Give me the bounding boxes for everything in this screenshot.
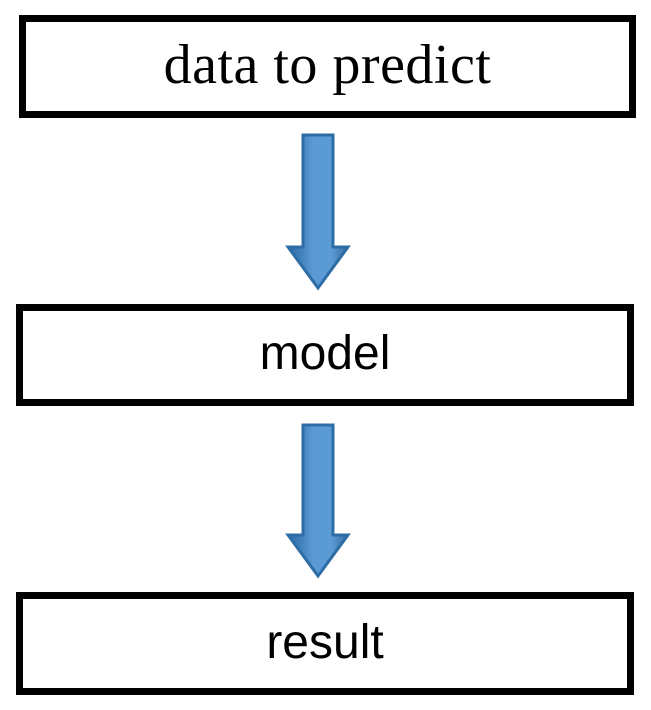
node-data-to-predict: data to predict — [19, 15, 636, 118]
node-model: model — [16, 304, 634, 406]
node-label-result: result — [266, 615, 384, 669]
arrow-data-to-model-icon — [284, 132, 352, 292]
node-label-model: model — [259, 327, 391, 380]
node-label-data-to-predict: data to predict — [163, 33, 492, 96]
arrow-model-to-result-icon — [284, 422, 352, 580]
node-result: result — [16, 592, 634, 695]
